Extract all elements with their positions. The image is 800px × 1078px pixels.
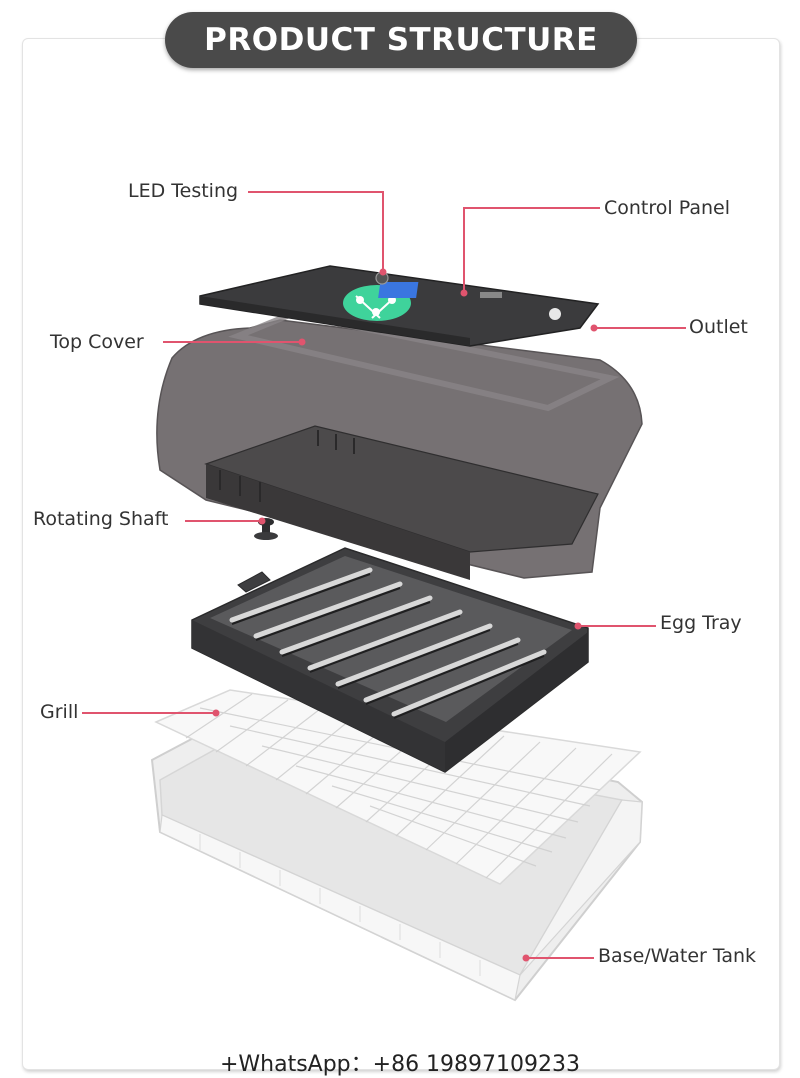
page-title: PRODUCT STRUCTURE (165, 12, 637, 68)
label-base-water-tank: Base/Water Tank (598, 945, 757, 967)
whatsapp-contact: +WhatsApp：+86 19897109233 (219, 1052, 581, 1077)
label-control-panel: Control Panel (604, 197, 730, 219)
label-grill: Grill (40, 701, 79, 723)
top-cover (156, 310, 643, 580)
label-rotating-shaft: Rotating Shaft (33, 508, 169, 530)
leader-dots (212, 268, 598, 962)
egg-tray (191, 547, 589, 773)
leader-lines (82, 191, 686, 959)
control-panel (199, 265, 600, 347)
label-outlet: Outlet (689, 316, 748, 338)
label-led-testing: LED Testing (128, 180, 239, 202)
label-egg-tray: Egg Tray (660, 612, 742, 634)
label-top-cover: Top Cover (50, 331, 144, 353)
